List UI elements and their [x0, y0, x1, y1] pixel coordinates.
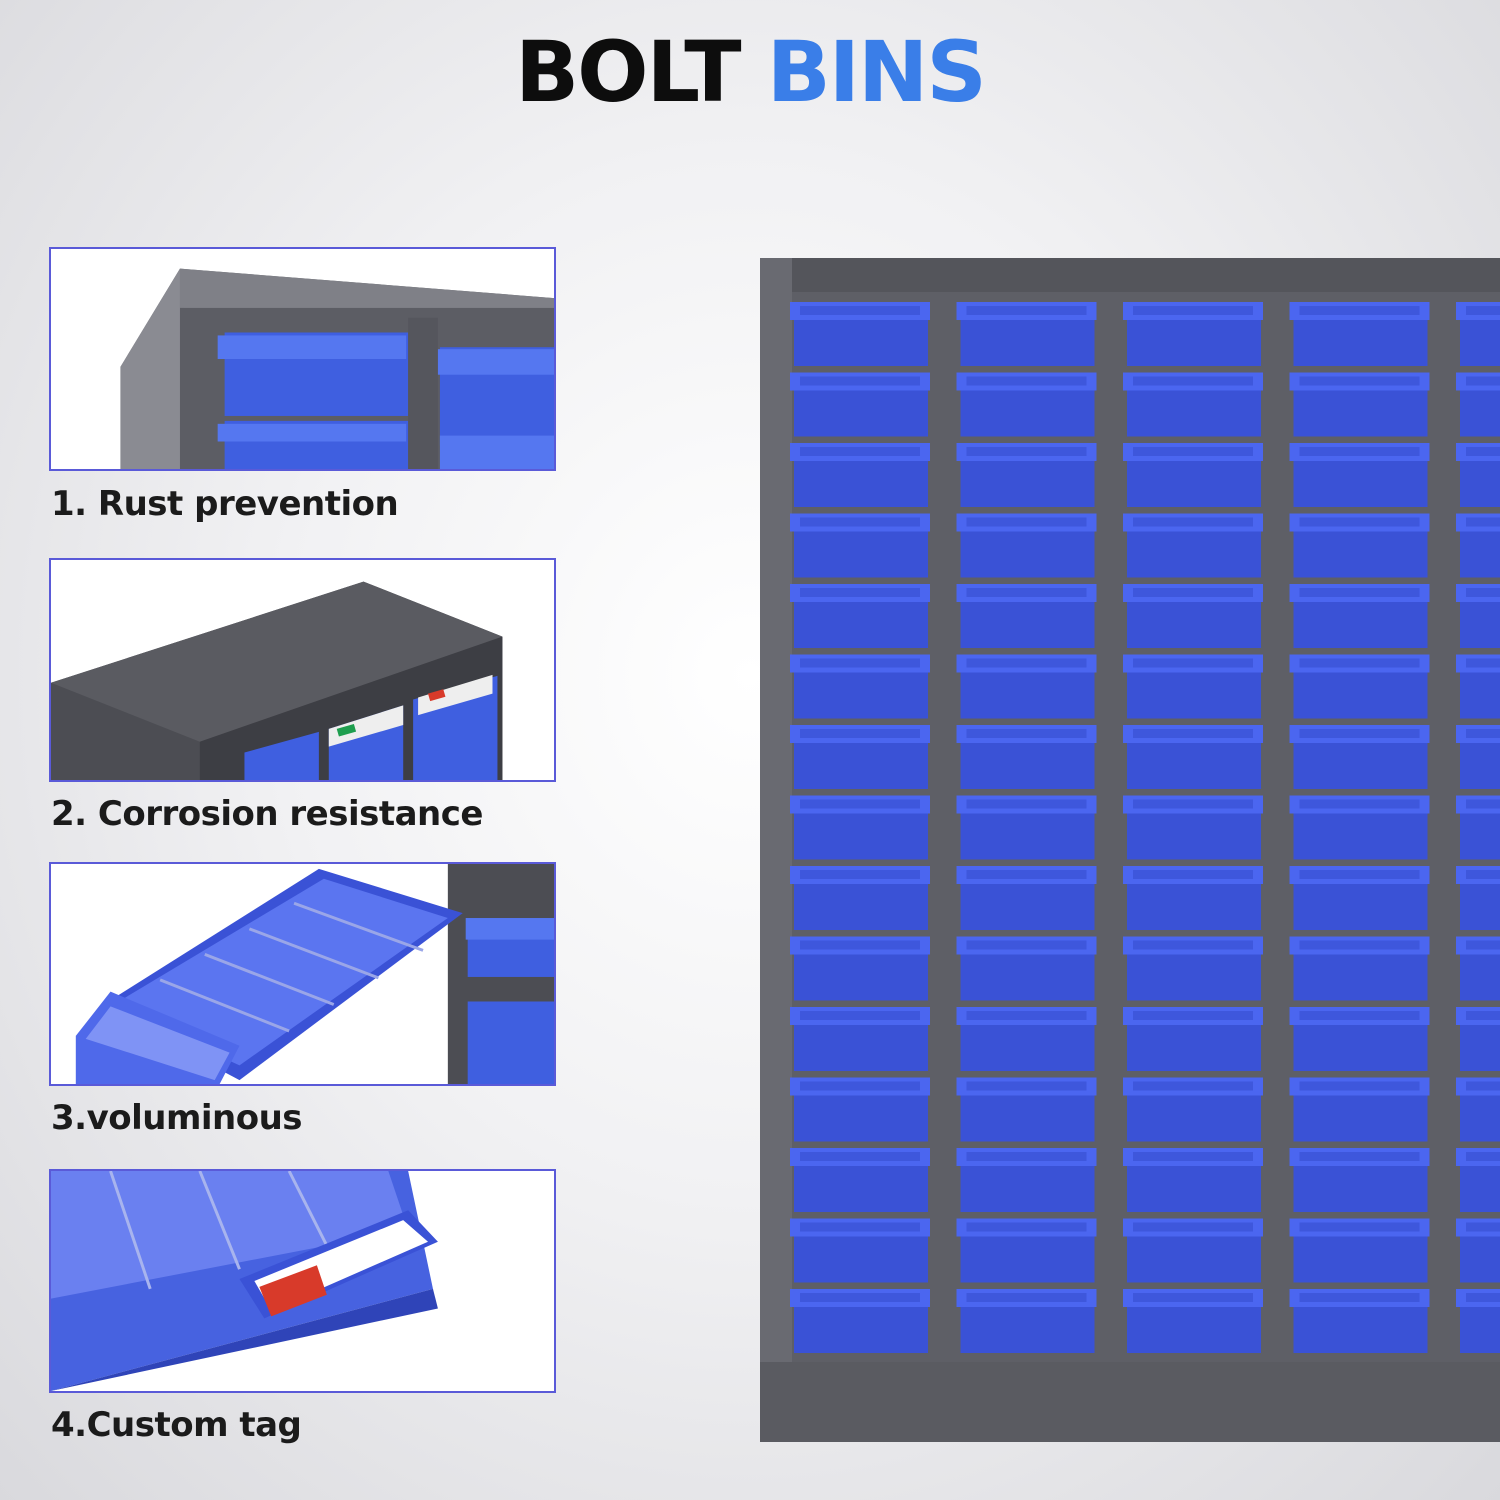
bin-drawer: [1123, 302, 1263, 366]
feature-label-voluminous: 3.voluminous: [51, 1098, 303, 1138]
title-word-bolt: BOLT: [515, 23, 741, 121]
bin-drawer: [1456, 795, 1500, 860]
bin-drawer: [1456, 1007, 1500, 1071]
feature-image-corrosion-resistance: [49, 558, 556, 782]
feature-label-corrosion-resistance: 2. Corrosion resistance: [51, 794, 483, 834]
bin-drawer: [790, 866, 930, 930]
bin-drawer: [956, 654, 1097, 719]
title-word-bins: BINS: [766, 23, 987, 121]
bin-drawer: [956, 513, 1097, 578]
bin-drawer: [1123, 1077, 1263, 1142]
bin-drawer: [1123, 1148, 1263, 1212]
bin-drawer: [1123, 1218, 1263, 1283]
bin-drawer: [956, 725, 1097, 789]
bin-drawer: [1289, 302, 1430, 366]
bin-drawer: [1289, 1148, 1430, 1212]
bin-drawer: [790, 443, 930, 507]
bin-drawer: [1289, 654, 1430, 719]
bin-drawer: [956, 1077, 1097, 1142]
bin-drawer: [790, 1077, 930, 1142]
cabinet-top: [760, 258, 1500, 292]
bin-drawer: [790, 936, 930, 1001]
bin-drawer: [1123, 372, 1263, 437]
bin-drawer: [1456, 936, 1500, 1001]
bin-drawer: [1289, 866, 1430, 930]
bin-drawer: [1289, 584, 1430, 648]
bin-drawer: [1456, 1218, 1500, 1283]
bin-drawer: [1123, 936, 1263, 1001]
bin-drawer: [1456, 1077, 1500, 1142]
bin-drawer: [790, 513, 930, 578]
bin-drawer: [1456, 725, 1500, 789]
bin-drawer: [1289, 372, 1430, 437]
bin-drawer: [790, 725, 930, 789]
feature-label-custom-tag: 4.Custom tag: [51, 1405, 302, 1445]
feature-label-rust-prevention: 1. Rust prevention: [51, 484, 399, 524]
bin-drawer: [790, 1007, 930, 1071]
bin-drawer: [1456, 302, 1500, 366]
bin-drawer: [1289, 1007, 1430, 1071]
bin-drawer: [1289, 513, 1430, 578]
bin-drawer: [1123, 654, 1263, 719]
bin-drawer: [790, 1148, 930, 1212]
bin-drawer: [1123, 725, 1263, 789]
bin-drawer: [1289, 936, 1430, 1001]
bin-drawer: [1456, 443, 1500, 507]
bin-drawer: [1123, 1289, 1263, 1353]
bin-drawer: [956, 1289, 1097, 1353]
feature-image-custom-tag: [49, 1169, 556, 1393]
bin-drawer: [1123, 795, 1263, 860]
bin-drawer: [1456, 1289, 1500, 1353]
bin-drawer: [1123, 1007, 1263, 1071]
bin-drawer: [1289, 1077, 1430, 1142]
bin-drawer: [1289, 1218, 1430, 1283]
cabinet-side: [760, 258, 792, 1442]
bin-cabinet: [760, 258, 1500, 1442]
bin-drawer: [790, 654, 930, 719]
bin-drawer: [1123, 584, 1263, 648]
bin-drawer: [790, 302, 930, 366]
bin-drawer: [790, 1289, 930, 1353]
bin-drawer: [790, 372, 930, 437]
bin-drawer: [956, 302, 1097, 366]
bin-drawer: [1456, 1148, 1500, 1212]
bin-drawer: [956, 372, 1097, 437]
feature-image-rust-prevention: [49, 247, 556, 471]
bin-drawer: [1123, 513, 1263, 578]
bin-drawer: [1456, 372, 1500, 437]
bin-drawer: [790, 1218, 930, 1283]
bin-drawer: [790, 795, 930, 860]
feature-image-voluminous: [49, 862, 556, 1086]
bin-drawer: [1456, 584, 1500, 648]
bin-drawer: [956, 936, 1097, 1001]
page-title: BOLT BINS: [0, 22, 1500, 122]
bin-drawer: [956, 1218, 1097, 1283]
bin-drawer: [1289, 443, 1430, 507]
bin-drawer: [790, 584, 930, 648]
bin-drawer: [1123, 866, 1263, 930]
bin-drawer: [956, 1007, 1097, 1071]
bin-drawer: [956, 1148, 1097, 1212]
bin-drawer: [956, 584, 1097, 648]
bin-drawer: [1289, 725, 1430, 789]
bin-drawer: [1456, 866, 1500, 930]
bin-drawer: [956, 443, 1097, 507]
bin-drawer: [956, 795, 1097, 860]
bin-drawer: [1456, 654, 1500, 719]
bin-drawer: [956, 866, 1097, 930]
bin-drawer: [1456, 513, 1500, 578]
bin-drawer: [1289, 1289, 1430, 1353]
cabinet-base: [760, 1362, 1500, 1442]
bin-drawer: [1289, 795, 1430, 860]
bin-drawer: [1123, 443, 1263, 507]
